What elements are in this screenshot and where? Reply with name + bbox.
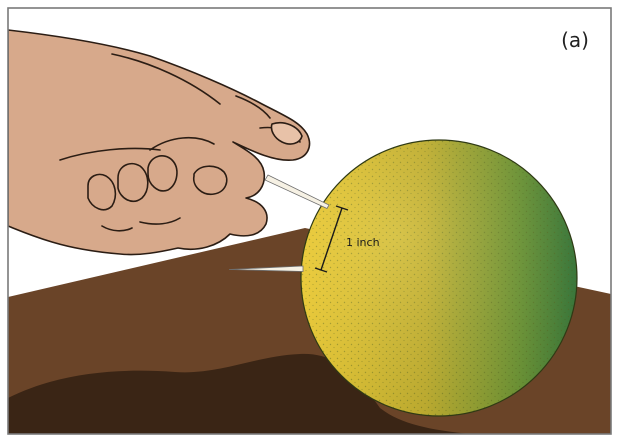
citrus-fruit-icon <box>301 140 577 416</box>
panel-label: (a) <box>561 30 589 50</box>
measurement-label: 1 inch <box>346 237 380 248</box>
